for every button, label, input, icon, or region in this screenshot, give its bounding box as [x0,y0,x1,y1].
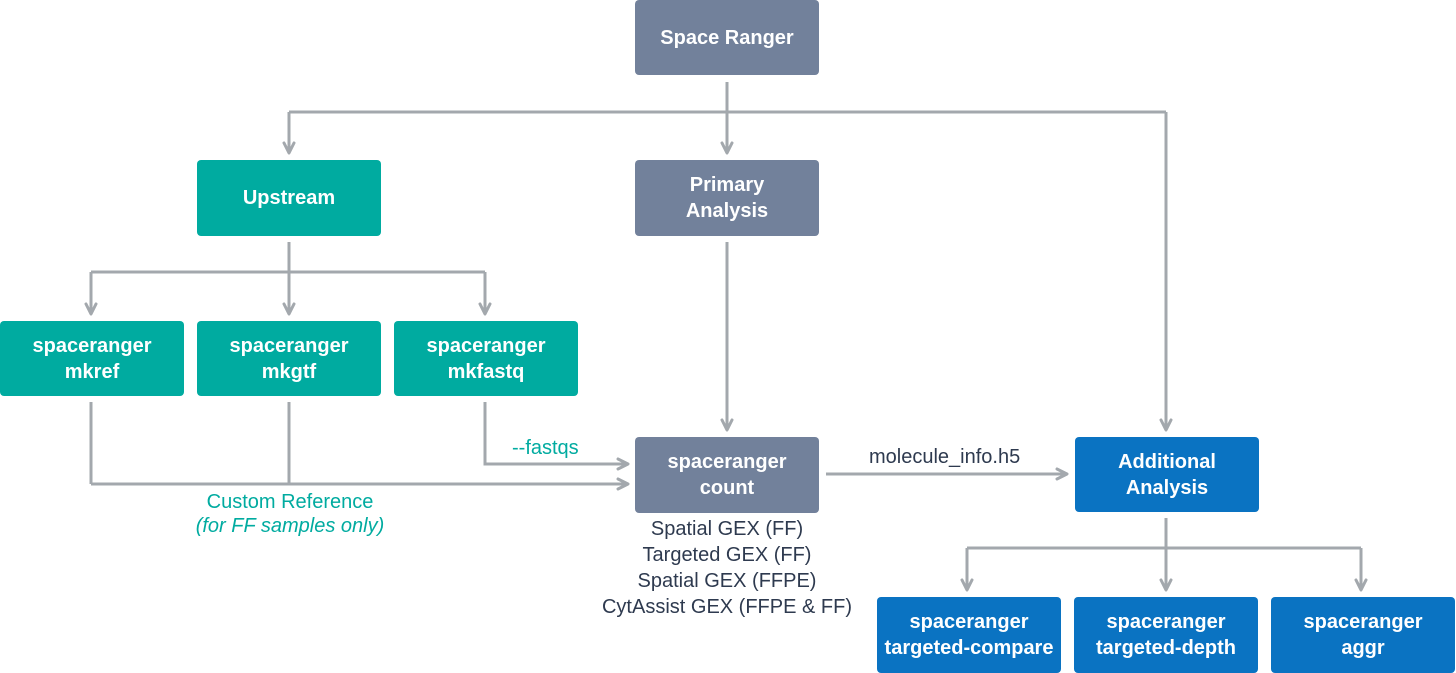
node-targeted-compare-line2: targeted-compare [884,637,1054,659]
node-mkgtf-line2: mkgtf [261,360,317,383]
node-additional-analysis-line1: Additional [1118,450,1216,473]
node-mkgtf: spaceranger mkgtf [197,321,381,396]
node-space-ranger-label: Space Ranger [660,26,794,49]
node-mkref: spaceranger mkref [0,321,184,396]
node-space-ranger: Space Ranger [635,0,819,75]
count-input-spatial-gex-ff: Spatial GEX (FF) [650,518,804,540]
node-mkref-line1: spaceranger [32,334,152,357]
connector-additional-hub [967,518,1361,550]
node-primary-analysis-line2: Analysis [685,200,769,222]
edge-label-custom-reference-note: (for FF samples only) [195,515,385,537]
edge-label-fastqs: --fastqs [512,437,579,459]
node-primary-analysis: Primary Analysis [635,160,819,236]
count-input-spatial-gex-ffpe: Spatial GEX (FFPE) [637,570,817,592]
count-input-targeted-gex-ff: Targeted GEX (FF) [642,544,812,566]
node-count-line2: count [699,477,755,499]
node-additional-analysis: Additional Analysis [1075,437,1259,512]
count-input-cytassist-gex: CytAssist GEX (FFPE & FF) [601,596,852,618]
node-mkref-line2: mkref [64,360,120,383]
node-mkfastq-line2: mkfastq [447,360,525,383]
node-targeted-compare: spaceranger targeted-compare [877,597,1061,673]
node-targeted-compare-line1: spaceranger [909,611,1029,633]
node-mkgtf-line1: spaceranger [229,334,349,357]
node-primary-analysis-line1: Primary [689,174,765,196]
connector-spaceranger-hub [289,82,1166,114]
edge-label-molecule-info: molecule_info.h5 [869,446,1021,468]
connector-upstream-hub [91,242,485,274]
node-additional-analysis-line2: Analysis [1125,476,1209,499]
node-count: spaceranger count [635,437,819,513]
node-count-line1: spaceranger [667,451,787,473]
edge-label-custom-reference: Custom Reference [206,491,374,513]
node-targeted-depth-line1: spaceranger [1106,611,1226,633]
node-targeted-depth-line2: targeted-depth [1096,637,1236,659]
node-upstream: Upstream [197,160,381,236]
node-mkfastq: spaceranger mkfastq [394,321,578,396]
node-targeted-depth: spaceranger targeted-depth [1074,597,1258,673]
node-aggr-line2: aggr [1341,637,1385,659]
arrow-fastqs-to-count [483,402,630,471]
node-mkfastq-line1: spaceranger [426,334,546,357]
node-aggr-line1: spaceranger [1303,611,1423,633]
count-input-list: Spatial GEX (FF) Targeted GEX (FF) Spati… [587,516,867,620]
node-upstream-label: Upstream [242,187,336,209]
node-aggr: spaceranger aggr [1271,597,1455,673]
